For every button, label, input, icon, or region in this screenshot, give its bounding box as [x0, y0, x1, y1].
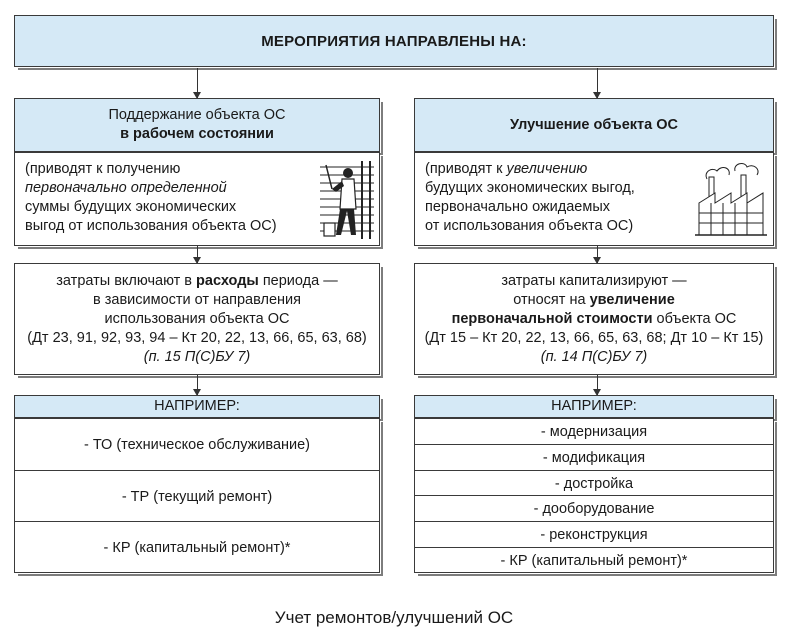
right-example-5: - КР (капитальный ремонт)* — [500, 553, 688, 569]
right-desc-line1-italic: увеличению — [506, 161, 588, 177]
right-desc-line1: (приводят к увеличению — [425, 160, 635, 179]
right-example-header-text: НАПРИМЕР: — [551, 398, 637, 414]
list-item: - модернизация — [415, 419, 773, 444]
right-desc-line4: от использования объекта ОС) — [425, 218, 634, 234]
arrow-header-right — [593, 68, 601, 99]
left-title-box: Поддержание объекта ОС в рабочем состоян… — [14, 98, 383, 155]
right-desc-line1-pre: (приводят к — [425, 161, 507, 177]
arrow-right-2 — [593, 375, 601, 396]
list-item: - достройка — [415, 470, 773, 496]
left-example-2: - КР (капитальный ремонт)* — [103, 540, 291, 556]
right-desc-line2: будущих экономических выгод, — [425, 180, 635, 196]
left-desc-line1: (приводят к получению — [25, 161, 181, 177]
left-title-line1: Поддержание объекта ОС — [108, 107, 286, 123]
header-title: МЕРОПРИЯТИЯ НАПРАВЛЕНЫ НА: — [261, 32, 527, 50]
left-cost-line4: (Дт 23, 91, 92, 93, 94 – Кт 20, 22, 13, … — [27, 329, 367, 346]
right-example-3: - дооборудование — [533, 501, 655, 517]
left-cost-line3: использования объекта ОС — [104, 310, 290, 327]
header-box: МЕРОПРИЯТИЯ НАПРАВЛЕНЫ НА: — [14, 15, 777, 70]
left-example-header: НАПРИМЕР: — [14, 395, 383, 421]
right-example-2: - достройка — [554, 475, 634, 492]
right-cost-line1: затраты капитализируют — — [501, 272, 687, 289]
left-example-1: - ТР (текущий ремонт) — [121, 488, 273, 505]
right-desc-box: (приводят к увеличению будущих экономиче… — [414, 152, 777, 249]
right-example-4: - реконструкция — [540, 527, 648, 543]
right-desc-text: (приводят к увеличению будущих экономиче… — [425, 160, 635, 236]
right-cost-line2-bold: увеличение — [589, 291, 675, 308]
right-example-1: - модификация — [542, 450, 646, 466]
left-cost-line1-post: периода — — [258, 272, 338, 289]
arrow-right-1 — [593, 246, 601, 264]
figure-caption: Учет ремонтов/улучшений ОС — [274, 608, 514, 627]
left-desc-text: (приводят к получению первоначально опре… — [25, 160, 277, 236]
right-example-header: НАПРИМЕР: — [414, 395, 777, 421]
arrow-left-1 — [193, 246, 201, 264]
left-cost-line1-pre: затраты включают в — [56, 272, 197, 289]
factory-icon — [695, 163, 767, 236]
left-examples-box: - ТО (техническое обслуживание) - ТР (те… — [14, 418, 383, 576]
left-cost-line1: затраты включают в расходы периода — — [56, 272, 337, 291]
worker-painting-wall-icon — [320, 161, 374, 239]
list-item: - ТО (техническое обслуживание) — [15, 419, 379, 470]
right-cost-box: затраты капитализируют — относят на увел… — [414, 263, 777, 378]
right-cost-line4: (Дт 15 – Кт 20, 22, 13, 66, 65, 63, 68; … — [424, 329, 764, 346]
right-title-box: Улучшение объекта ОС — [414, 98, 777, 155]
arrow-header-left — [193, 68, 201, 99]
left-desc-line4: выгод от использования объекта ОС) — [25, 218, 277, 234]
right-cost-line2: относят на увеличение — [513, 291, 675, 310]
right-example-0: - модернизация — [540, 423, 648, 440]
left-cost-line2: в зависимости от направления — [93, 291, 301, 308]
list-item: - ТР (текущий ремонт) — [15, 470, 379, 522]
left-example-header-text: НАПРИМЕР: — [154, 398, 240, 414]
right-cost-line3-bold: первоначальной стоимости — [451, 310, 653, 327]
right-title: Улучшение объекта ОС — [510, 116, 678, 133]
list-item: - реконструкция — [415, 521, 773, 548]
right-cost-line2-pre: относят на — [513, 291, 590, 308]
arrow-left-2 — [193, 375, 201, 396]
right-examples-box: - модернизация - модификация - достройка… — [414, 418, 777, 576]
left-example-0: - ТО (техническое обслуживание) — [83, 436, 311, 453]
left-title-line2: в рабочем состоянии — [120, 126, 274, 142]
right-desc-line3: первоначально ожидаемых — [425, 199, 611, 215]
list-item: - КР (капитальный ремонт)* — [415, 547, 773, 574]
list-item: - модификация — [415, 444, 773, 471]
left-cost-line1-bold: расходы — [196, 272, 259, 289]
right-cost-line5: (п. 14 П(С)БУ 7) — [540, 348, 648, 365]
left-desc-line2: первоначально определенной — [25, 180, 227, 196]
left-cost-line5: (п. 15 П(С)БУ 7) — [143, 348, 251, 365]
left-cost-box: затраты включают в расходы периода — в з… — [14, 263, 383, 378]
left-desc-line3: суммы будущих экономических — [25, 199, 237, 215]
list-item: - КР (капитальный ремонт)* — [15, 521, 379, 574]
right-cost-line3: первоначальной стоимости объекта ОС — [452, 310, 737, 329]
list-item: - дооборудование — [415, 495, 773, 522]
left-desc-box: (приводят к получению первоначально опре… — [14, 152, 383, 249]
right-cost-line3-post: объекта ОС — [652, 310, 737, 327]
